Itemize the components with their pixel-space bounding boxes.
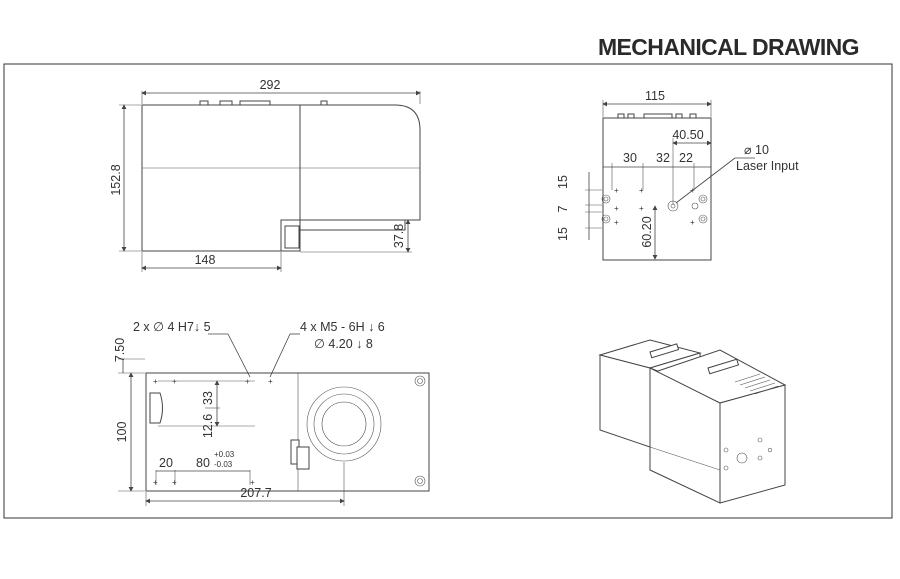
- dim-v15-bottom: 15: [556, 227, 570, 241]
- tolerance-minus: -0.03: [214, 460, 233, 469]
- svg-text:+: +: [250, 478, 255, 487]
- dim-diameter-10: 10: [755, 143, 769, 157]
- bottom-view: + + + + + + + 2 x ∅ 4 H7↓ 5 4 x M5 - 6H ↓ 6…: [113, 320, 430, 506]
- drawing-frame: [3, 63, 893, 519]
- dim-v15-top: 15: [556, 175, 570, 189]
- drawing-title: MECHANICAL DRAWING: [598, 34, 860, 60]
- dim-22: 22: [679, 151, 693, 165]
- side-view: 292 152.8 148 37.8: [109, 78, 421, 272]
- svg-text:+: +: [639, 204, 644, 213]
- svg-text:+: +: [639, 186, 644, 195]
- svg-text:+: +: [614, 186, 619, 195]
- front-view: +++ ++ ++ 115 40.50 30 32 22 15 7 15 60.…: [556, 89, 799, 261]
- isometric-view: [598, 339, 787, 504]
- laser-input-label: Laser Input: [736, 159, 799, 173]
- svg-text:+: +: [690, 218, 695, 227]
- dim-32: 32: [656, 151, 670, 165]
- svg-text:+: +: [245, 377, 250, 386]
- svg-text:+: +: [614, 204, 619, 213]
- dim-80: 80: [196, 456, 210, 470]
- svg-text:+: +: [172, 478, 177, 487]
- note-dowel-holes: 2 x ∅ 4 H7↓ 5: [133, 320, 211, 334]
- dim-7-50: 7.50: [113, 338, 127, 362]
- dim-100: 100: [115, 422, 129, 443]
- svg-text:+: +: [172, 377, 177, 386]
- dim-152-8: 152.8: [109, 164, 123, 195]
- note-threaded-holes: 4 x M5 - 6H ↓ 6: [300, 320, 385, 334]
- tolerance-plus: +0.03: [214, 450, 235, 459]
- diameter-symbol: ⌀: [744, 143, 752, 157]
- note-drill-depth: ∅ 4.20 ↓ 8: [314, 337, 373, 351]
- dim-v7: 7: [556, 205, 570, 212]
- dim-33: 33: [201, 391, 215, 405]
- svg-text:+: +: [153, 478, 158, 487]
- dim-292: 292: [260, 78, 281, 92]
- dim-115: 115: [645, 89, 665, 103]
- vent-grille: [734, 373, 779, 395]
- svg-text:+: +: [614, 218, 619, 227]
- dim-12-6: 12.6: [201, 414, 215, 438]
- dim-207-7: 207.7: [240, 486, 271, 500]
- dim-20: 20: [159, 456, 173, 470]
- dim-60-20: 60.20: [640, 216, 654, 247]
- dim-148: 148: [195, 253, 216, 267]
- dim-37-8: 37.8: [392, 224, 406, 248]
- dim-30: 30: [623, 151, 637, 165]
- svg-text:+: +: [153, 377, 158, 386]
- svg-text:+: +: [268, 377, 273, 386]
- dim-40-50: 40.50: [672, 128, 703, 142]
